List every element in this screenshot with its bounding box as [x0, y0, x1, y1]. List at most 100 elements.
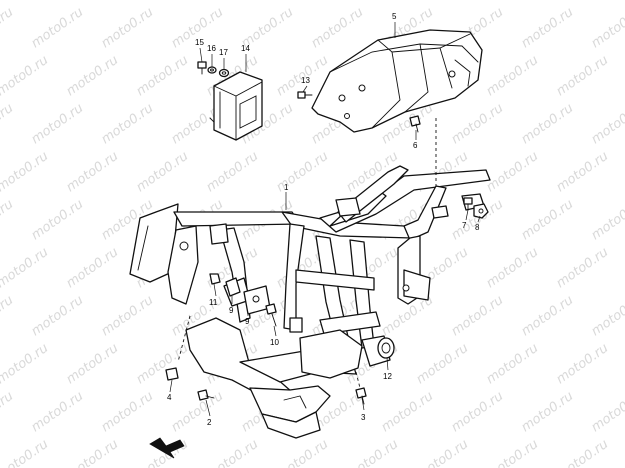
main-frame[interactable]	[129, 165, 491, 439]
callout-5: 5	[392, 12, 397, 21]
watermark-text: moto0.ru	[554, 53, 611, 100]
watermark-text: moto0.ru	[274, 437, 331, 468]
watermark-text: moto0.ru	[0, 341, 51, 388]
watermark-text: moto0.ru	[0, 293, 16, 340]
watermark-text: moto0.ru	[554, 437, 611, 468]
callout-12: 12	[383, 372, 392, 381]
watermark-text: moto0.ru	[589, 5, 625, 52]
watermark-text: moto0.ru	[554, 149, 611, 196]
callout-9-right: 9	[245, 317, 250, 326]
watermark-text: moto0.ru	[99, 389, 156, 436]
watermark-text: moto0.ru	[0, 245, 51, 292]
watermark-text: moto0.ru	[309, 5, 366, 52]
callout-16: 16	[207, 44, 216, 53]
leader-lines	[169, 22, 481, 417]
watermark-text: moto0.ru	[0, 389, 16, 436]
nut-4[interactable]	[165, 367, 179, 381]
bolt-13[interactable]	[297, 91, 313, 99]
watermark-text: moto0.ru	[29, 5, 86, 52]
washer-17[interactable]	[218, 68, 230, 78]
watermark-text: moto0.ru	[344, 437, 401, 468]
bolt-6[interactable]	[409, 115, 421, 133]
watermark-text: moto0.ru	[484, 0, 541, 3]
watermark-text: moto0.ru	[414, 437, 471, 468]
alignment-line	[177, 315, 191, 363]
callout-10: 10	[270, 338, 279, 347]
watermark-text: moto0.ru	[99, 293, 156, 340]
watermark-text: moto0.ru	[0, 0, 51, 3]
callout-14: 14	[241, 44, 250, 53]
callout-8: 8	[475, 223, 480, 232]
callout-4: 4	[167, 393, 172, 402]
watermark-text: moto0.ru	[29, 293, 86, 340]
watermark-text: moto0.ru	[414, 341, 471, 388]
watermark-text: moto0.ru	[519, 389, 576, 436]
watermark-text: moto0.ru	[29, 101, 86, 148]
front-direction-arrow-icon	[149, 437, 185, 459]
callout-7: 7	[462, 221, 467, 230]
callout-15: 15	[195, 38, 204, 47]
cap-12[interactable]	[377, 337, 395, 359]
watermark-text: moto0.ru	[29, 389, 86, 436]
watermark-text: moto0.ru	[484, 437, 541, 468]
watermark-text: moto0.ru	[554, 0, 611, 3]
nut-11[interactable]	[209, 273, 221, 285]
watermark-text: moto0.ru	[64, 341, 121, 388]
watermark-text: moto0.ru	[64, 53, 121, 100]
battery-holder-bracket[interactable]	[209, 71, 263, 141]
watermark-text: moto0.ru	[0, 5, 16, 52]
watermark-text: moto0.ru	[589, 197, 625, 244]
watermark-text: moto0.ru	[484, 149, 541, 196]
callout-13: 13	[301, 76, 310, 85]
watermark-text: moto0.ru	[589, 293, 625, 340]
bolt-3[interactable]	[355, 387, 367, 405]
watermark-text: moto0.ru	[64, 245, 121, 292]
watermark-text: moto0.ru	[0, 53, 51, 100]
watermark-text: moto0.ru	[0, 149, 51, 196]
callout-11: 11	[209, 298, 218, 307]
bolt-10[interactable]	[265, 303, 277, 327]
watermark-text: moto0.ru	[554, 245, 611, 292]
watermark-text: moto0.ru	[99, 5, 156, 52]
washer-16[interactable]	[207, 66, 217, 74]
watermark-text: moto0.ru	[449, 293, 506, 340]
watermark-text: moto0.ru	[519, 5, 576, 52]
callout-17: 17	[219, 48, 228, 57]
watermark-text: moto0.ru	[484, 245, 541, 292]
watermark-text: moto0.ru	[204, 437, 261, 468]
watermark-text: moto0.ru	[134, 341, 191, 388]
watermark-text: moto0.ru	[379, 389, 436, 436]
alignment-line	[355, 371, 361, 389]
watermark-text: moto0.ru	[519, 197, 576, 244]
watermark-text: moto0.ru	[484, 341, 541, 388]
watermark-text: moto0.ru	[64, 149, 121, 196]
watermark-text: moto0.ru	[64, 0, 121, 3]
watermark-text: moto0.ru	[589, 101, 625, 148]
watermark-text: moto0.ru	[134, 53, 191, 100]
watermark-text: moto0.ru	[134, 0, 191, 3]
callout-3: 3	[361, 413, 366, 422]
watermark-text: moto0.ru	[484, 53, 541, 100]
watermark-text: moto0.ru	[519, 101, 576, 148]
callout-2: 2	[207, 418, 212, 427]
watermark-text: moto0.ru	[554, 341, 611, 388]
watermark-text: moto0.ru	[274, 149, 331, 196]
watermark-text: moto0.ru	[0, 101, 16, 148]
watermark-text: moto0.ru	[414, 0, 471, 3]
watermark-text: moto0.ru	[589, 389, 625, 436]
watermark-text: moto0.ru	[134, 149, 191, 196]
watermark-text: moto0.ru	[0, 437, 51, 468]
watermark-text: moto0.ru	[449, 389, 506, 436]
nut-8[interactable]	[473, 203, 489, 219]
callout-9-left: 9	[229, 306, 234, 315]
bolt-7[interactable]	[463, 197, 473, 211]
rear-fender[interactable]	[311, 29, 483, 133]
callout-6: 6	[413, 141, 418, 150]
callout-1: 1	[284, 183, 289, 192]
bolt-2[interactable]	[197, 389, 215, 401]
watermark-text: moto0.ru	[169, 389, 226, 436]
bolt-15[interactable]	[197, 61, 207, 75]
watermark-text: moto0.ru	[204, 149, 261, 196]
bracket-9a[interactable]	[225, 277, 241, 297]
